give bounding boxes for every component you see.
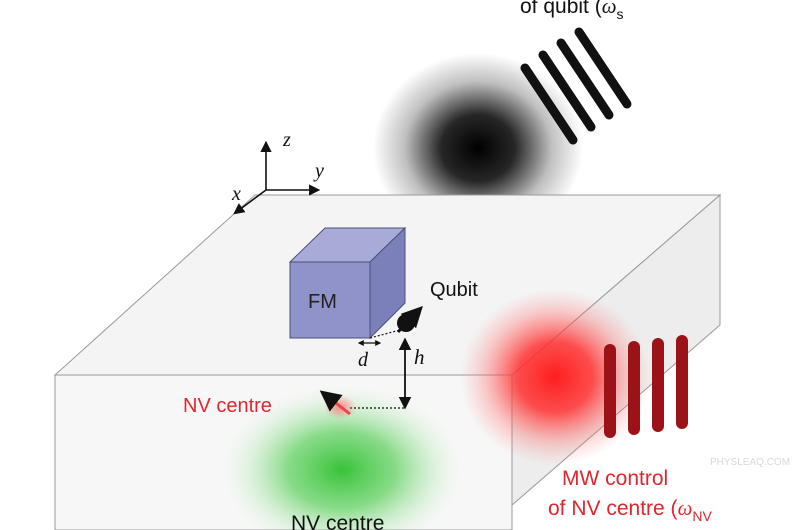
nv-centre-bottom-label: NV centre <box>291 512 384 530</box>
h-label: h <box>414 345 425 369</box>
d-label: d <box>358 349 369 371</box>
qubit-drive-bars <box>520 27 632 145</box>
axis-x-label: x <box>231 183 241 205</box>
watermark: PHYSLEAQ.COM <box>710 457 790 468</box>
qubit-spin-arrow <box>396 305 423 334</box>
mw-control-label-line1: MW control <box>562 467 668 490</box>
nv-centre-label: NV centre <box>183 395 272 417</box>
d-dotted-line <box>369 329 401 339</box>
nv-readout-glow <box>222 385 462 530</box>
fm-label: FM <box>308 291 337 313</box>
axis-y-label: y <box>313 160 324 182</box>
axes <box>233 140 321 215</box>
fm-cube <box>288 226 407 340</box>
mw-control-label-line2: of NV centre (ωNV <box>548 496 713 524</box>
axis-z-label: z <box>282 129 291 151</box>
mw-control-bars <box>604 335 688 438</box>
nv-spin-arrow <box>319 390 351 416</box>
qubit-drive-label: of qubit (ωs <box>520 0 624 22</box>
mw-field-glow <box>460 289 650 465</box>
qubit-label: Qubit <box>430 279 478 301</box>
